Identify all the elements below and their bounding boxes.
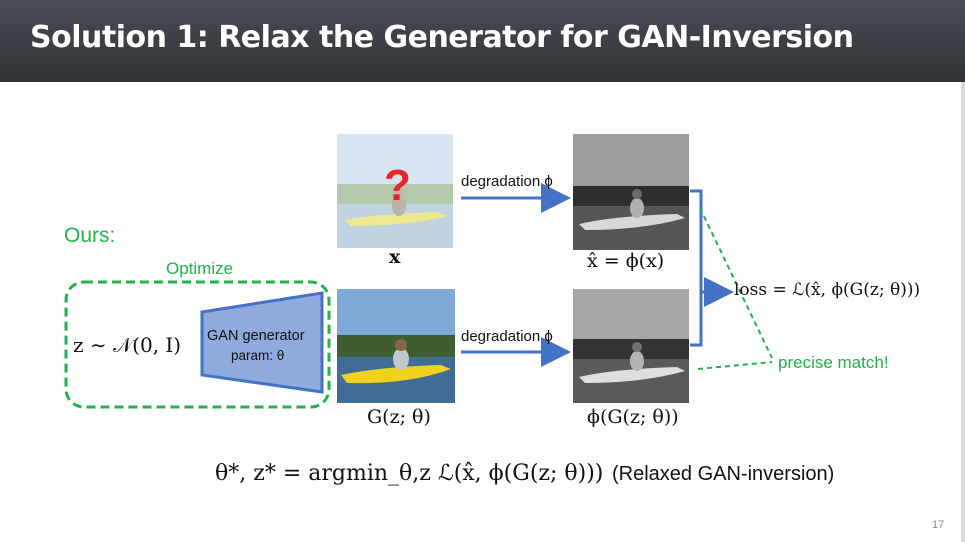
caption-degraded-generated: ϕ(G(z; θ)) xyxy=(587,406,679,428)
latent-prior-formula: z ∼ 𝒩(0, I) xyxy=(73,333,181,357)
loss-bracket xyxy=(690,191,701,345)
degradation-label-bottom: degradation ϕ xyxy=(461,328,553,345)
caption-generated: G(z; θ) xyxy=(367,406,431,428)
degradation-label-top: degradation ϕ xyxy=(461,173,553,190)
generator-label: GAN generator xyxy=(207,328,305,344)
optimize-label: Optimize xyxy=(166,259,233,279)
caption-xhat: x̂ = ϕ(x) xyxy=(587,250,664,272)
precise-match-label: precise match! xyxy=(778,353,889,373)
match-line-bottom xyxy=(698,362,772,369)
ours-label: Ours: xyxy=(64,224,115,248)
objective-formula: θ*, z* = argmin_θ,z ℒ(x̂, ϕ(G(z; θ))) xyxy=(215,461,603,486)
caption-x: x xyxy=(389,246,400,268)
page-number: 17 xyxy=(932,519,944,531)
generator-param-label: param: θ xyxy=(231,348,284,363)
loss-formula: loss = ℒ(x̂, ϕ(G(z; θ))) xyxy=(734,280,920,300)
objective-note: (Relaxed GAN-inversion) xyxy=(612,463,834,486)
